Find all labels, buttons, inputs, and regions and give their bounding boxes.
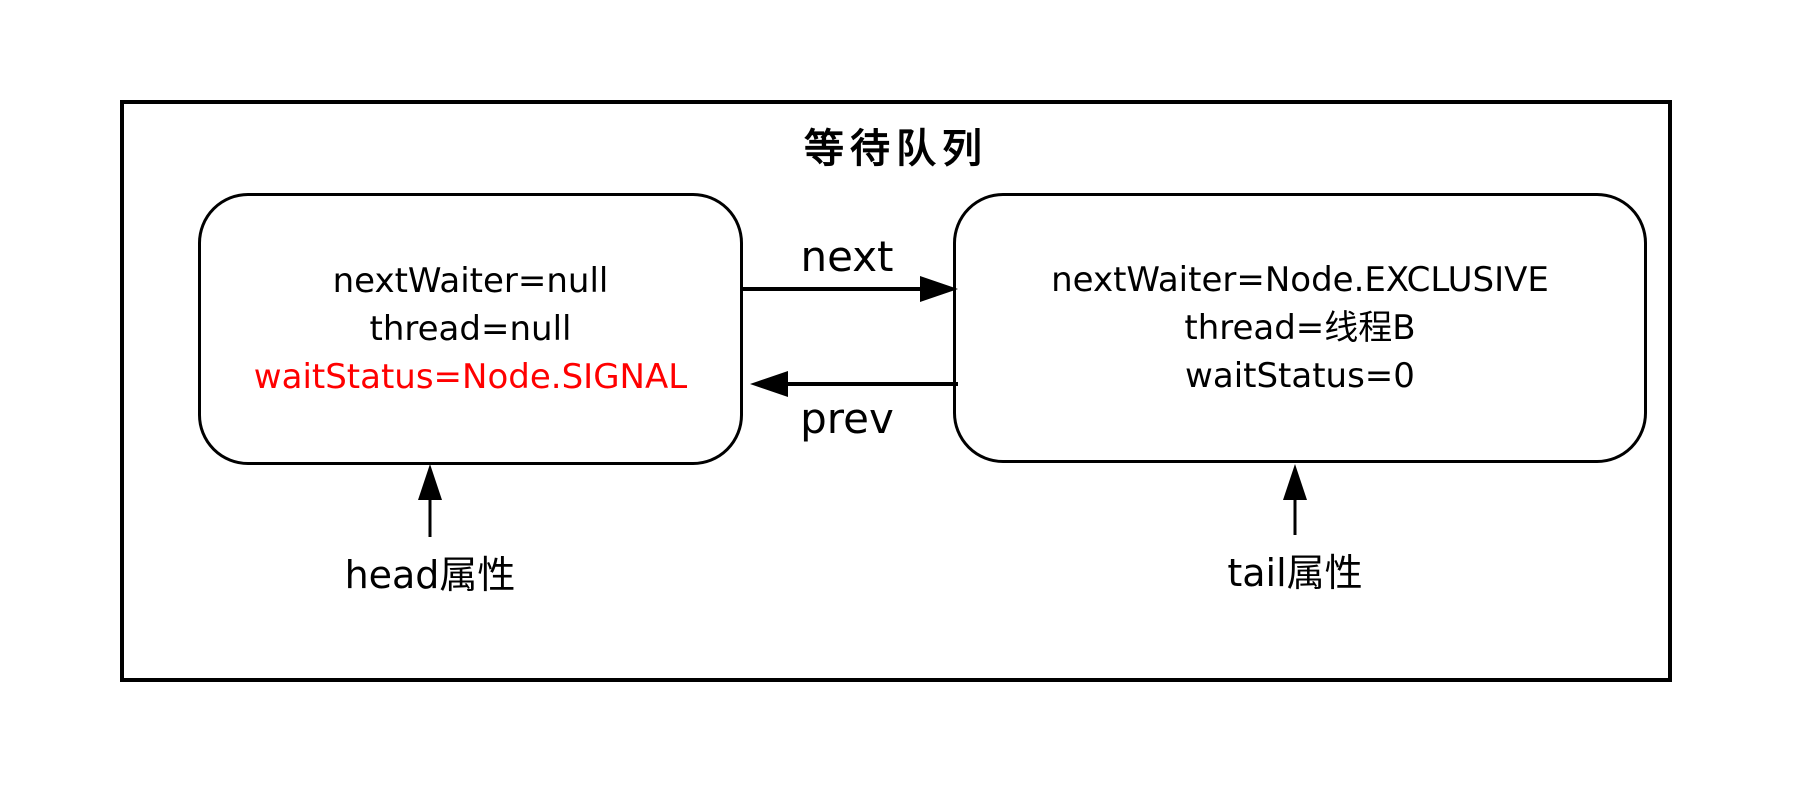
tail-node-field-nextwaiter: nextWaiter=Node.EXCLUSIVE xyxy=(1051,260,1549,300)
tail-node-field-thread: thread=线程B xyxy=(1184,308,1416,348)
head-node: nextWaiter=null thread=null waitStatus=N… xyxy=(198,193,743,465)
head-node-field-nextwaiter: nextWaiter=null xyxy=(332,261,609,301)
head-node-field-waitstatus: waitStatus=Node.SIGNAL xyxy=(253,357,688,397)
tail-node: nextWaiter=Node.EXCLUSIVE thread=线程B wai… xyxy=(953,193,1647,463)
diagram-title: 等待队列 xyxy=(804,126,988,172)
next-edge-label: next xyxy=(800,232,894,281)
head-pointer-label: head属性 xyxy=(344,553,516,597)
prev-edge-label: prev xyxy=(800,394,894,443)
tail-node-field-waitstatus: waitStatus=0 xyxy=(1185,356,1415,396)
head-node-field-thread: thread=null xyxy=(369,309,572,349)
tail-pointer-label: tail属性 xyxy=(1227,551,1363,595)
